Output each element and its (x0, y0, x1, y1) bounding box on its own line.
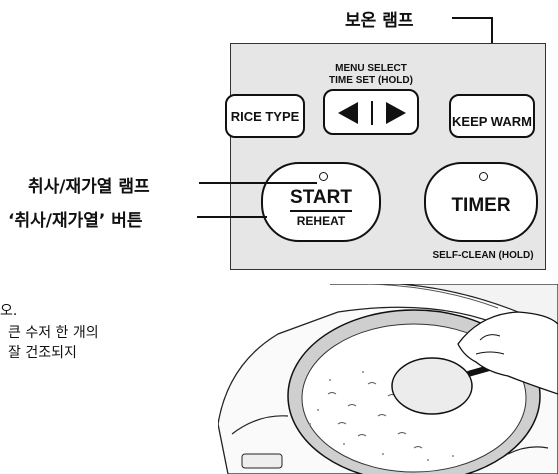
warm-lamp-callout: 보온 램프 (345, 11, 414, 31)
timer-lamp (479, 172, 488, 181)
timer-button[interactable]: TIMER (424, 162, 538, 242)
body-text-line-2: 큰 수저 한 개의 (8, 325, 99, 341)
body-text-line-3: 잘 건조되지 (8, 345, 77, 361)
right-arrow-icon (386, 102, 406, 124)
warm-lamp-leader-h (452, 17, 492, 19)
menu-select-label: MENU SELECT (335, 63, 407, 74)
time-set-label: TIME SET (HOLD) (329, 75, 413, 86)
keep-warm-button[interactable]: KEEP WARM (449, 94, 535, 138)
start-label: START (290, 187, 352, 212)
left-arrow-icon (338, 102, 358, 124)
cook-button-callout: ‘취사/재가열’ 버튼 (8, 211, 143, 231)
rice-type-button[interactable]: RICE TYPE (225, 94, 305, 138)
reheat-label: REHEAT (296, 213, 346, 228)
divider (371, 101, 373, 125)
timer-label: TIMER (451, 195, 511, 216)
body-text-line-1: 오. (0, 303, 18, 319)
keep-warm-label: KEEP WARM (452, 113, 532, 129)
menu-select-button[interactable] (323, 89, 419, 135)
rice-cooker-illustration (218, 284, 558, 474)
cook-lamp-callout: 취사/재가열 램프 (28, 177, 150, 197)
self-clean-label: SELF-CLEAN (HOLD) (432, 250, 534, 261)
cook-button-leader (197, 216, 267, 218)
start-reheat-button[interactable]: START REHEAT (261, 162, 381, 242)
rice-type-label: RICE TYPE (230, 108, 300, 124)
control-panel: RICE TYPE MENU SELECT TIME SET (HOLD) KE… (225, 43, 546, 270)
cook-lamp-leader (199, 182, 317, 184)
start-lamp (319, 172, 328, 181)
